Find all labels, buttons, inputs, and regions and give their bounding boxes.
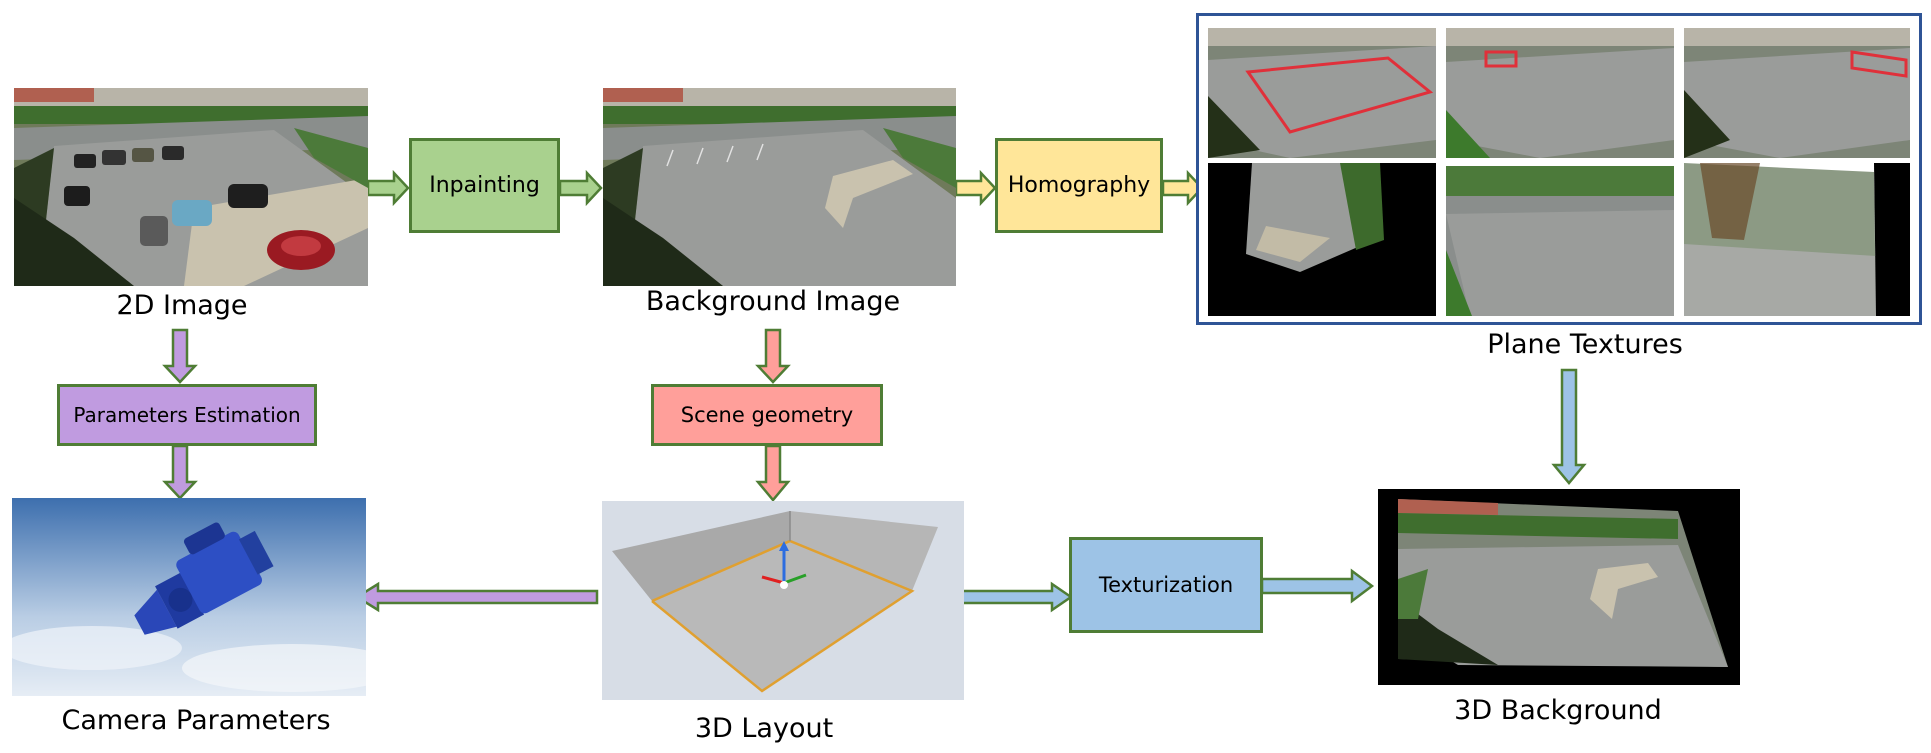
texturization-label: Texturization	[1098, 573, 1234, 597]
texture-tile-small-left	[1446, 28, 1674, 158]
texture-tile-warped-right	[1684, 163, 1910, 316]
texture-tile-ground-marked	[1208, 28, 1436, 158]
arrow-textures-to-background3d	[1551, 368, 1587, 485]
inpainting-label: Inpainting	[429, 173, 540, 198]
arrow-background-to-geometry	[755, 328, 791, 384]
background-image-caption: Background Image	[645, 286, 901, 317]
arrow-inpainting-to-background	[558, 169, 603, 207]
arrow-geometry-to-layout	[755, 444, 791, 502]
background-3d-caption: 3D Background	[1454, 695, 1662, 726]
background-image	[603, 88, 956, 286]
homography-label: Homography	[1007, 173, 1151, 198]
background-3d-image	[1378, 489, 1740, 685]
parameters-estimation-label: Parameters Estimation	[73, 403, 301, 427]
parameters-estimation-step: Parameters Estimation	[57, 384, 317, 446]
arrow-layout-to-texturization	[957, 581, 1074, 613]
arrow-homography-to-textures	[1161, 169, 1204, 207]
camera-icon	[134, 522, 274, 635]
plane-textures-caption: Plane Textures	[1487, 329, 1683, 360]
homography-step: Homography	[995, 138, 1163, 233]
arrow-image-to-inpainting	[366, 169, 410, 207]
arrow-estimation-to-camera	[162, 444, 198, 500]
arrow-layout-to-camera	[354, 581, 599, 613]
layout-3d-caption: 3D Layout	[694, 713, 834, 744]
scene-geometry-step: Scene geometry	[651, 384, 883, 446]
inpainting-step: Inpainting	[409, 138, 560, 233]
arrow-background-to-homography	[954, 169, 997, 207]
scene-geometry-label: Scene geometry	[680, 403, 854, 427]
layout-3d-image	[602, 501, 964, 700]
arrow-image-to-estimation	[162, 328, 198, 384]
texture-tile-warped-left	[1446, 163, 1674, 316]
input-2d-image	[14, 88, 368, 286]
arrow-texturization-to-background3d	[1260, 568, 1375, 604]
camera-parameters-image	[12, 498, 366, 696]
camera-parameters-caption: Camera Parameters	[61, 705, 331, 736]
image-2d-caption: 2D Image	[116, 290, 248, 321]
texturization-step: Texturization	[1069, 537, 1263, 633]
texture-tile-warped-ground	[1208, 163, 1436, 316]
texture-tile-small-right	[1684, 28, 1910, 158]
